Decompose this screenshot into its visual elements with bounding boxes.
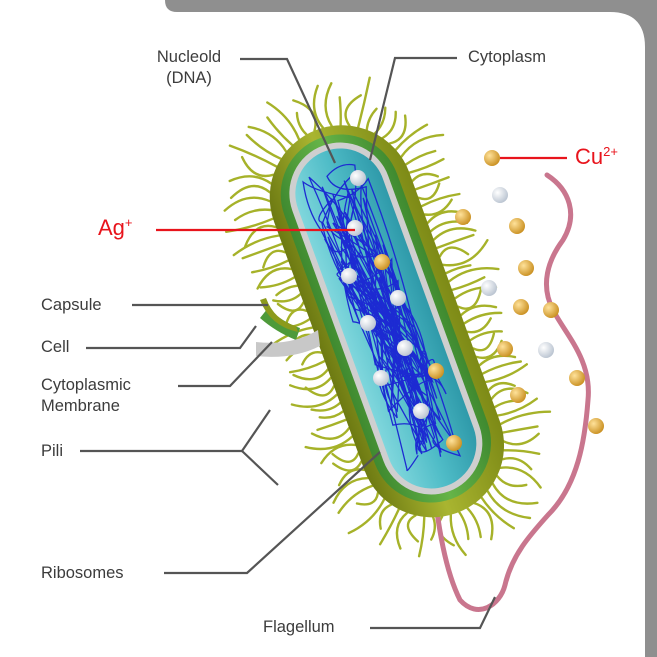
copper-ion: [509, 218, 525, 234]
silver-ion: [390, 290, 406, 306]
copper-ion: [455, 209, 471, 225]
silver-ion: [341, 268, 357, 284]
silver-ion-symbol: Ag: [98, 215, 125, 240]
cytoplasmic-membrane-label: Cytoplasmic Membrane: [41, 375, 131, 417]
flagellum-label: Flagellum: [263, 617, 335, 638]
cytoplasm-label: Cytoplasm: [468, 47, 546, 68]
pili-label: Pili: [41, 441, 63, 462]
copper-ion: [569, 370, 585, 386]
copper-ion-charge: 2+: [603, 144, 618, 159]
copper-ion: [428, 363, 444, 379]
copper-ion: [446, 435, 462, 451]
pilus: [340, 97, 341, 125]
silver-ion: [350, 170, 366, 186]
silver-ion: [360, 315, 376, 331]
copper-ion-symbol: Cu: [575, 144, 603, 169]
cytoplasmic-label-line2: Membrane: [41, 396, 131, 417]
copper-ion: [510, 387, 526, 403]
copper-ion-label: Cu2+: [575, 145, 618, 169]
silver-ion-charge: +: [125, 215, 133, 230]
copper-ion: [588, 418, 604, 434]
nucleoid-label-line2: (DNA): [142, 68, 236, 89]
silver-ion: [413, 403, 429, 419]
silver-ion: [538, 342, 554, 358]
copper-ion: [518, 260, 534, 276]
silver-ion: [481, 280, 497, 296]
ribosomes-label: Ribosomes: [41, 563, 124, 584]
copper-ion: [484, 150, 500, 166]
copper-ion: [513, 299, 529, 315]
nucleoid-label-line1: Nucleold: [142, 47, 236, 68]
silver-ion: [373, 370, 389, 386]
cell-label: Cell: [41, 337, 69, 358]
silver-ion-label: Ag+: [98, 216, 133, 240]
copper-ion: [543, 302, 559, 318]
silver-ion: [347, 220, 363, 236]
cytoplasmic-label-line1: Cytoplasmic: [41, 375, 131, 396]
copper-ion: [374, 254, 390, 270]
capsule-label: Capsule: [41, 295, 102, 316]
silver-ion: [492, 187, 508, 203]
silver-ion: [397, 340, 413, 356]
copper-ion: [497, 341, 513, 357]
nucleoid-label: Nucleold (DNA): [142, 47, 236, 89]
